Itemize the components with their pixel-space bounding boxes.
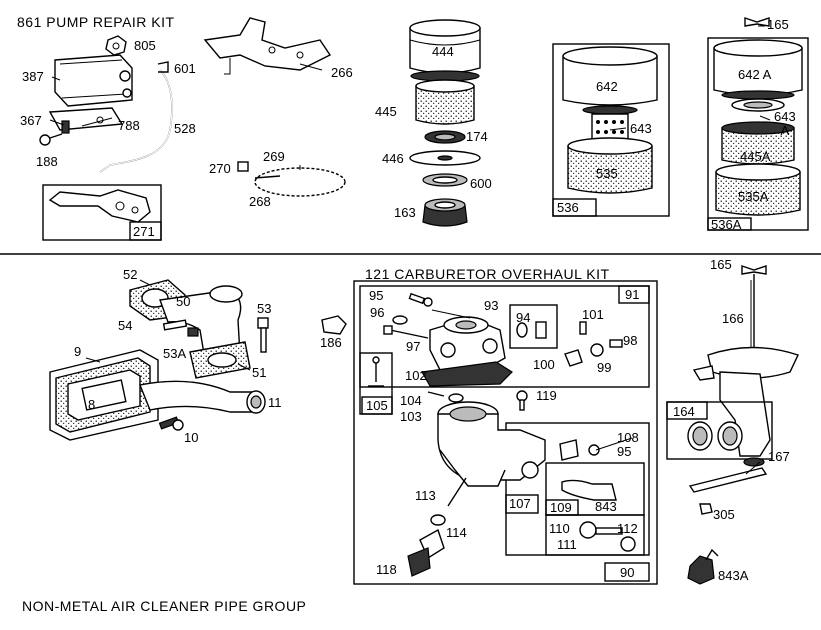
- callout-90: 90: [620, 565, 635, 580]
- callout-843A: 843A: [718, 568, 749, 583]
- callout-387: 387: [22, 69, 44, 84]
- air-cleaner-536A-drawing: [707, 17, 809, 231]
- callout-110: 110: [549, 521, 570, 536]
- callout-105: 105: [366, 398, 388, 413]
- footer-title: NON-METAL AIR CLEANER PIPE GROUP: [22, 598, 307, 614]
- carburetor-kit-drawing: [353, 280, 658, 585]
- callout-535: 535: [596, 166, 618, 181]
- callout-104: 104: [400, 393, 422, 408]
- callout-165-bottom: 165: [710, 257, 732, 272]
- callout-99: 99: [597, 360, 612, 375]
- callout-163: 163: [394, 205, 416, 220]
- callout-166: 166: [722, 311, 744, 326]
- callout-445A: 445A: [740, 149, 771, 164]
- callout-107: 107: [509, 496, 531, 511]
- callout-52: 52: [123, 267, 138, 282]
- callout-54: 54: [118, 318, 133, 333]
- air-cleaner-536-drawing: [552, 43, 670, 217]
- carburetor-overhaul-kit-title: 121 CARBURETOR OVERHAUL KIT: [365, 266, 610, 282]
- callout-101: 101: [582, 307, 604, 322]
- callout-118: 118: [376, 562, 397, 577]
- air-cleaner-pipe-group-drawing: [49, 279, 347, 441]
- callout-9: 9: [74, 344, 82, 359]
- callout-601: 601: [174, 61, 196, 76]
- callout-269: 269: [263, 149, 285, 164]
- callout-266: 266: [331, 65, 353, 80]
- callout-843: 843: [595, 499, 617, 514]
- callout-95-right: 95: [617, 444, 632, 459]
- callout-536: 536: [557, 200, 579, 215]
- pump-repair-kit-title: 861 PUMP REPAIR KIT: [17, 14, 175, 30]
- callout-100: 100: [533, 357, 555, 372]
- callout-51: 51: [252, 365, 267, 380]
- callout-8: 8: [88, 397, 96, 412]
- callout-112: 112: [617, 521, 638, 536]
- callout-98: 98: [623, 333, 638, 348]
- callout-91: 91: [625, 287, 640, 302]
- callout-164: 164: [673, 404, 695, 419]
- callout-528: 528: [174, 121, 196, 136]
- callout-536A: 536A: [711, 217, 742, 232]
- callout-95-top: 95: [369, 288, 384, 303]
- air-cleaner-164-drawing: [666, 265, 799, 585]
- callout-805: 805: [134, 38, 156, 53]
- callout-53A: 53A: [163, 346, 187, 361]
- callout-270: 270: [209, 161, 231, 176]
- callout-96: 96: [370, 305, 385, 320]
- callout-445: 445: [375, 104, 397, 119]
- leader-lines: [49, 25, 771, 475]
- callout-305: 305: [713, 507, 735, 522]
- callout-268: 268: [249, 194, 271, 209]
- callout-50: 50: [176, 294, 191, 309]
- callout-367: 367: [20, 113, 42, 128]
- callout-119: 119: [536, 388, 557, 403]
- callout-535A: 535A: [738, 189, 769, 204]
- bracket-266-drawing: [203, 17, 332, 75]
- callout-444: 444: [432, 44, 454, 59]
- callout-97: 97: [406, 339, 421, 354]
- callout-10: 10: [184, 430, 199, 445]
- air-cleaner-stack-drawing: [409, 19, 481, 227]
- callout-643: 643: [630, 121, 652, 136]
- callout-111: 111: [557, 537, 577, 552]
- callout-167: 167: [768, 449, 790, 464]
- callout-102: 102: [405, 368, 427, 383]
- callout-11: 11: [268, 395, 282, 410]
- callout-113: 113: [415, 488, 436, 503]
- callout-114: 114: [446, 525, 467, 540]
- callout-174: 174: [466, 129, 488, 144]
- callout-186: 186: [320, 335, 342, 350]
- callout-446: 446: [382, 151, 404, 166]
- callout-788: 788: [118, 118, 140, 133]
- callout-643A: 643 A: [774, 109, 796, 138]
- callout-271: 271: [133, 224, 155, 239]
- callout-642: 642: [596, 79, 618, 94]
- callout-108: 108: [617, 430, 639, 445]
- callout-642A: 642 A: [738, 67, 772, 82]
- pump-repair-kit-drawing: [39, 35, 173, 241]
- callout-109: 109: [550, 500, 572, 515]
- cable-269-drawing: [237, 161, 346, 197]
- callout-53: 53: [257, 301, 272, 316]
- callout-93: 93: [484, 298, 499, 313]
- callout-165-top: 165: [767, 17, 789, 32]
- callout-188: 188: [36, 154, 58, 169]
- callout-103: 103: [400, 409, 422, 424]
- callout-600: 600: [470, 176, 492, 191]
- callout-94: 94: [516, 310, 531, 325]
